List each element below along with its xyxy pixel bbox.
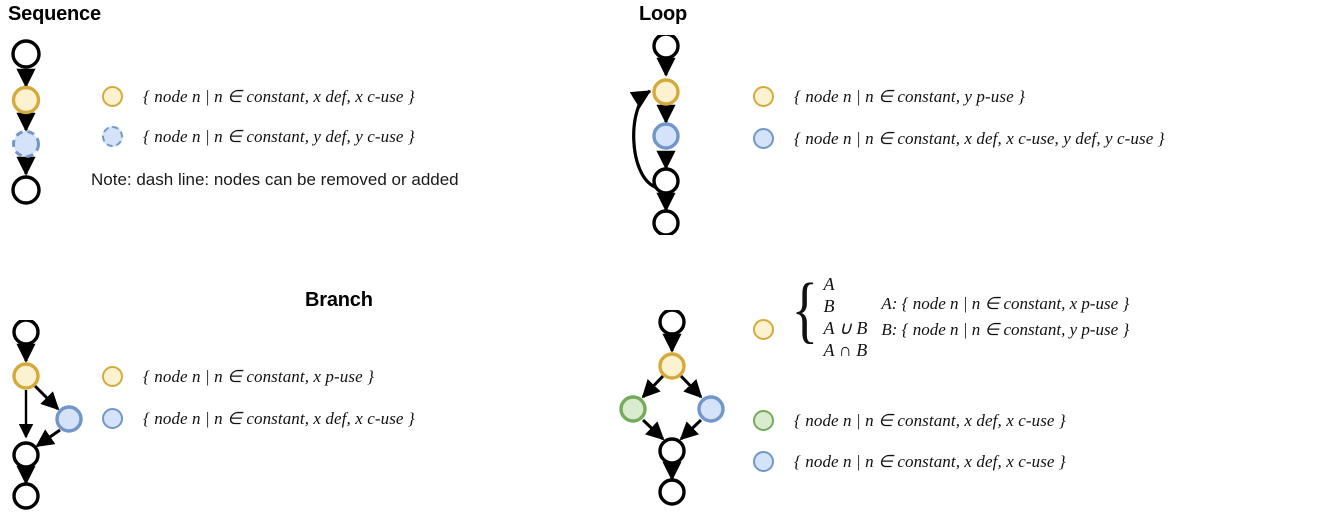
branch-legend: { node n | n ∈ constant, x p-use } { nod… [0,265,620,512]
panel-branch: Branch { node n | n ∈ constant, x p-use … [0,265,620,512]
node-b3 [55,405,83,433]
set-definitions: A: { node n | n ∈ constant, x p-use } B:… [881,273,1129,361]
legend-item: { node n | n ∈ constant, x def, x c-use … [753,410,1066,431]
diamond-legend: { node n | n ∈ constant, x def, x c-use … [620,265,1341,512]
yellow-circle-icon [102,366,123,387]
set-expression: A ∩ B [823,340,868,360]
node-s1 [11,39,41,69]
legend-label: { node n | n ∈ constant, y p-use } [794,86,1025,106]
node-d6 [658,478,686,506]
legend-label: { node n | n ∈ constant, x def, x c-use … [143,408,415,428]
legend-label: { node n | n ∈ constant, x def, x c-use … [794,451,1066,471]
legend-item: { node n | n ∈ constant, x def, x c-use … [102,408,415,429]
loop-legend: { node n | n ∈ constant, y p-use } { nod… [620,0,1341,250]
loop-graph [629,35,680,235]
panel-loop: Loop { node n | n ∈ constant, y p-use } … [620,0,1341,250]
blue-dashed-circle-icon [102,126,123,147]
node-d2 [658,352,686,380]
node-d1 [658,310,686,336]
node-b5 [12,482,40,510]
edge-b3-b4 [35,428,61,448]
node-d5 [658,437,686,465]
node-s4 [11,175,41,205]
legend-item-sets [753,319,774,340]
legend-label: { node n | n ∈ constant, x def, x c-use … [794,410,1066,430]
loop-title: Loop [639,3,688,25]
branch-title: Branch [305,289,373,311]
legend-item: { node n | n ∈ constant, x p-use } [102,366,374,387]
set-expression: A ∪ B [823,318,868,338]
yellow-circle-icon [753,319,774,340]
yellow-circle-icon [753,86,774,107]
set-brace-block: { A B A ∪ B A ∩ B A: { node n | n ∈ cons… [787,269,1129,361]
node-b1 [12,320,40,346]
node-l4 [652,167,680,195]
branch-graph [12,320,83,510]
edge-d4-d5 [679,418,703,441]
legend-label: { node n | n ∈ constant, x p-use } [143,366,374,386]
node-s3 [12,130,40,158]
sequence-legend: { node n | n ∈ constant, x def, x c-use … [0,0,620,250]
legend-item: { node n | n ∈ constant, x def, x c-use,… [753,128,1165,149]
edge-d2-d3 [641,374,665,399]
green-circle-icon [753,410,774,431]
blue-circle-icon [753,451,774,472]
node-b4 [12,441,40,469]
edge-d2-d4 [679,374,703,399]
node-l2 [652,78,680,106]
set-expression: B [823,296,835,316]
node-l5 [652,209,680,235]
set-definition-b: B: { node n | n ∈ constant, y p-use } [881,320,1130,339]
edge-loop-back [629,89,656,189]
legend-item: { node n | n ∈ constant, y def, y c-use … [102,126,415,147]
panel-diamond: { A B A ∪ B A ∩ B A: { node n | n ∈ cons… [619,265,1341,512]
node-d4 [697,395,725,423]
sequence-title: Sequence [8,3,101,25]
blue-circle-icon [753,128,774,149]
set-expression: A [823,274,835,294]
sequence-graph [11,39,41,205]
panel-sequence: Sequence { node n | n ∈ constant, x def,… [0,0,620,250]
blue-circle-icon [102,408,123,429]
edge-b2-b3 [33,384,60,411]
node-d3 [619,395,647,423]
edge-d3-d5 [641,418,665,441]
legend-label: { node n | n ∈ constant, x def, x c-use,… [794,128,1165,148]
sequence-note: Note: dash line: nodes can be removed or… [91,170,459,189]
left-brace-icon: { [791,269,819,351]
legend-label: { node n | n ∈ constant, y def, y c-use … [143,126,415,146]
node-s2 [11,85,41,115]
legend-label: { node n | n ∈ constant, x def, x c-use … [143,86,415,106]
node-l1 [652,35,680,60]
set-expressions: A B A ∪ B A ∩ B [824,273,868,361]
legend-item: { node n | n ∈ constant, y p-use } [753,86,1025,107]
set-definition-a: A: { node n | n ∈ constant, x p-use } [881,294,1130,313]
legend-item: { node n | n ∈ constant, x def, x c-use … [102,86,415,107]
diamond-graph [619,310,725,506]
node-b2 [12,362,40,390]
legend-item: { node n | n ∈ constant, x def, x c-use … [753,451,1066,472]
yellow-circle-icon [102,86,123,107]
node-l3 [652,122,680,150]
